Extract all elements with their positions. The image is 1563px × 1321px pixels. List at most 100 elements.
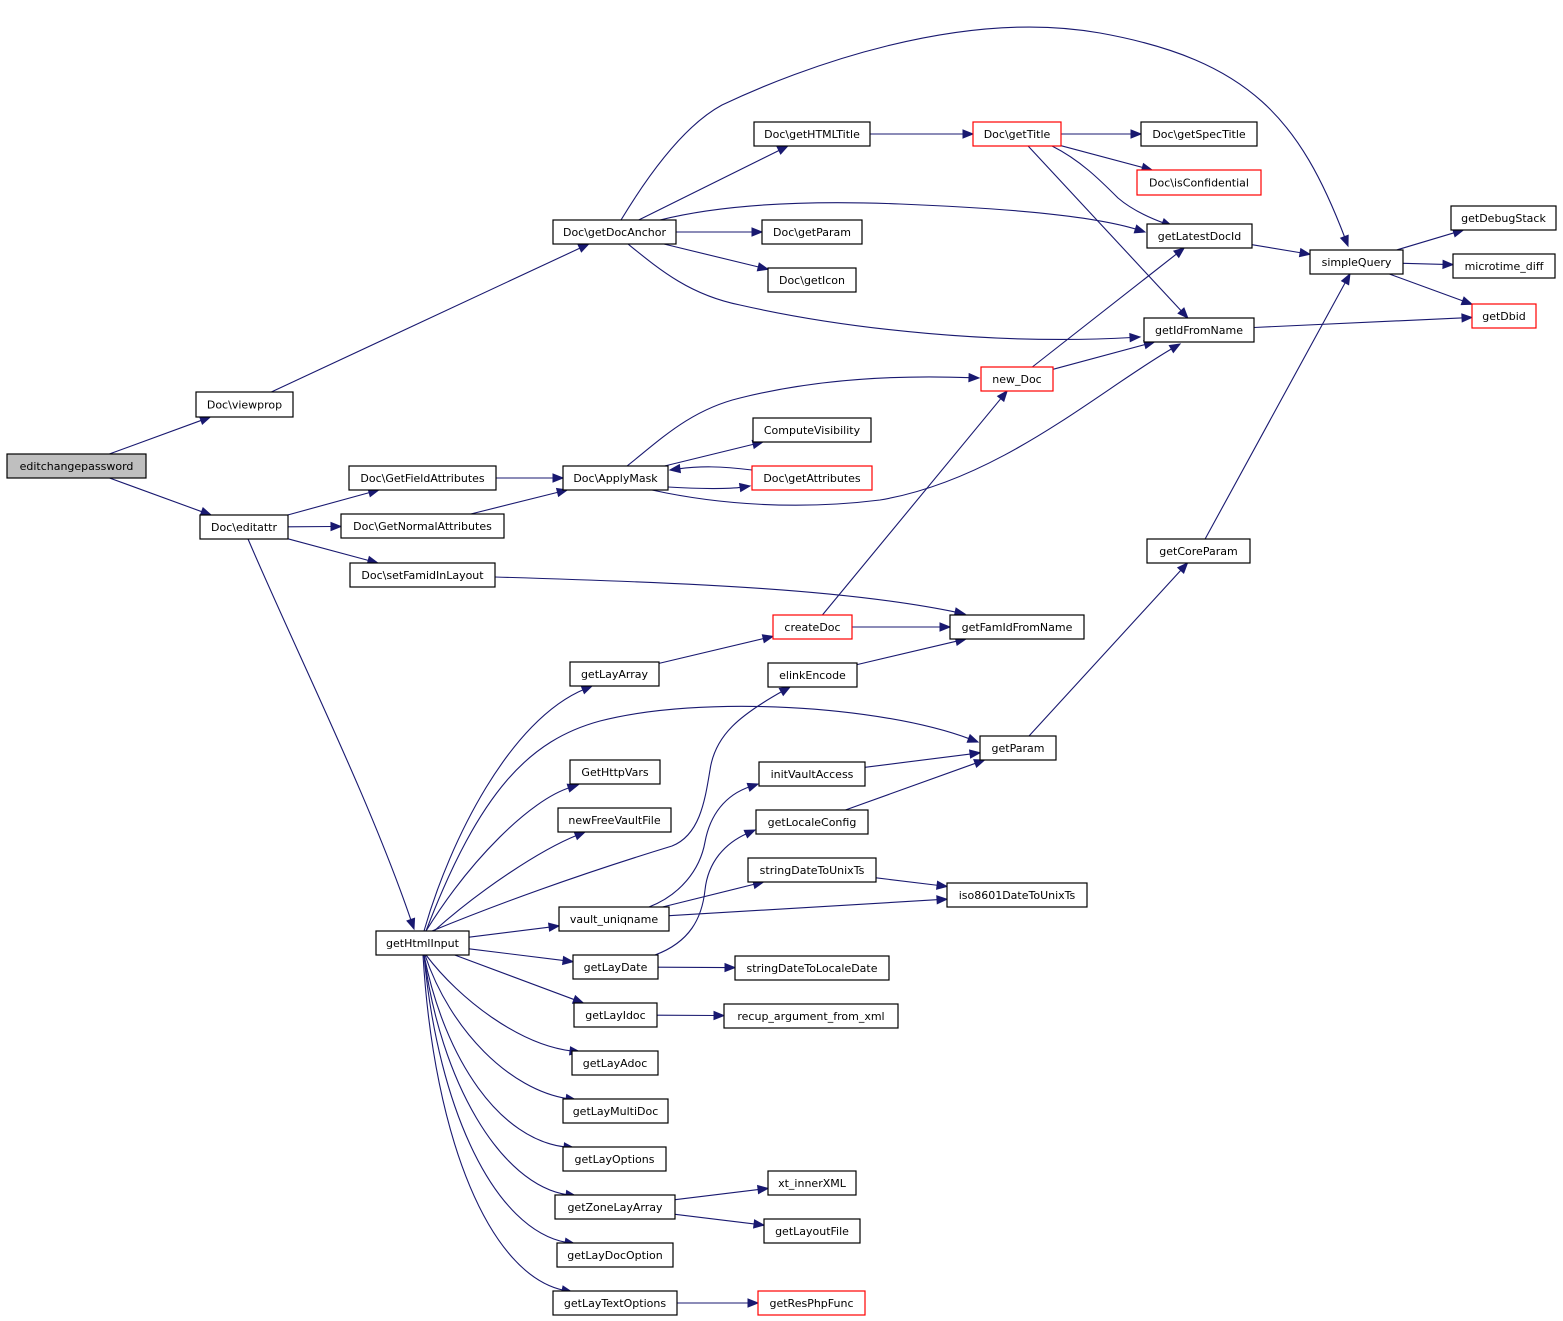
node-box[interactable] bbox=[195, 391, 294, 418]
node-geticon[interactable]: Doc\getIcon bbox=[767, 267, 857, 293]
node-computevisibility[interactable]: ComputeVisibility bbox=[752, 417, 872, 443]
node-box[interactable] bbox=[980, 366, 1054, 392]
node-getdebugstack[interactable]: getDebugStack bbox=[1450, 205, 1557, 231]
node-getdocanchor[interactable]: Doc\getDocAnchor bbox=[552, 219, 677, 245]
node-new-doc[interactable]: new_Doc bbox=[980, 366, 1054, 392]
node-box[interactable] bbox=[1143, 317, 1255, 343]
node-gethtmltitle[interactable]: Doc\getHTMLTitle bbox=[753, 121, 871, 147]
node-initvaultaccess[interactable]: initVaultAccess bbox=[758, 761, 866, 787]
node-getspectitle[interactable]: Doc\getSpecTitle bbox=[1140, 121, 1258, 147]
node-createdoc[interactable]: createDoc bbox=[772, 614, 853, 640]
node-getlayoutfile[interactable]: getLayoutFile bbox=[763, 1218, 861, 1244]
node-box[interactable] bbox=[723, 1003, 899, 1029]
node-getlocaleconfig[interactable]: getLocaleConfig bbox=[755, 809, 869, 835]
node-getlaymultidoc[interactable]: getLayMultiDoc bbox=[562, 1098, 669, 1124]
node-box[interactable] bbox=[557, 807, 672, 833]
node-box[interactable] bbox=[767, 267, 857, 293]
node-getlaydate[interactable]: getLayDate bbox=[572, 954, 659, 980]
node-stringdatetounixts[interactable]: stringDateToUnixTs bbox=[747, 857, 877, 883]
node-getlaydocoption[interactable]: getLayDocOption bbox=[556, 1242, 674, 1268]
node-box[interactable] bbox=[6, 453, 147, 479]
node-getparam[interactable]: getParam bbox=[979, 735, 1057, 761]
node-box[interactable] bbox=[755, 809, 869, 835]
node-getattributes[interactable]: Doc\getAttributes bbox=[751, 465, 873, 491]
node-editattr[interactable]: Doc\editattr bbox=[199, 514, 289, 540]
node-box[interactable] bbox=[556, 1242, 674, 1268]
node-box[interactable] bbox=[562, 1098, 669, 1124]
node-box[interactable] bbox=[761, 219, 863, 245]
node-isconfidential[interactable]: Doc\isConfidential bbox=[1136, 169, 1262, 196]
node-box[interactable] bbox=[552, 219, 677, 245]
node-gethtmlinput[interactable]: getHtmlInput bbox=[375, 930, 470, 956]
node-box[interactable] bbox=[558, 906, 670, 932]
node-box[interactable] bbox=[571, 1050, 659, 1076]
node-box[interactable] bbox=[569, 661, 660, 687]
node-microtime-diff[interactable]: microtime_diff bbox=[1452, 253, 1556, 279]
node-stringdatetolocaledate[interactable]: stringDateToLocaleDate bbox=[734, 955, 890, 981]
node-box[interactable] bbox=[949, 614, 1085, 640]
node-box[interactable] bbox=[751, 465, 873, 491]
node-box[interactable] bbox=[1450, 205, 1557, 231]
node-recup-argument-from-xml[interactable]: recup_argument_from_xml bbox=[723, 1003, 899, 1029]
node-box[interactable] bbox=[1309, 249, 1404, 275]
node-getnormalattributes[interactable]: Doc\GetNormalAttributes bbox=[340, 513, 505, 539]
node-editchangepassword[interactable]: editchangepassword bbox=[6, 453, 147, 479]
node-box[interactable] bbox=[348, 465, 497, 491]
node-box[interactable] bbox=[1136, 169, 1262, 196]
node-box[interactable] bbox=[757, 1290, 866, 1316]
node-box[interactable] bbox=[349, 562, 496, 588]
node-box[interactable] bbox=[569, 759, 661, 785]
node-box[interactable] bbox=[752, 417, 872, 443]
node-xt-innerxml[interactable]: xt_innerXML bbox=[767, 1170, 857, 1196]
node-iso8601datetounixts[interactable]: iso8601DateToUnixTs bbox=[946, 882, 1088, 908]
node-box[interactable] bbox=[747, 857, 877, 883]
node-box[interactable] bbox=[562, 1146, 667, 1172]
node-box[interactable] bbox=[767, 662, 858, 688]
node-box[interactable] bbox=[763, 1218, 861, 1244]
node-box[interactable] bbox=[946, 882, 1088, 908]
node-box[interactable] bbox=[199, 514, 289, 540]
node-getlayoptions[interactable]: getLayOptions bbox=[562, 1146, 667, 1172]
node-getlaytextoptions[interactable]: getLayTextOptions bbox=[552, 1290, 678, 1316]
node-box[interactable] bbox=[972, 121, 1062, 147]
node-box[interactable] bbox=[772, 614, 853, 640]
node-setfamidinlayout[interactable]: Doc\setFamidInLayout bbox=[349, 562, 496, 588]
node-elinkencode[interactable]: elinkEncode bbox=[767, 662, 858, 688]
node-box[interactable] bbox=[375, 930, 470, 956]
node-box[interactable] bbox=[340, 513, 505, 539]
node-getfieldattributes[interactable]: Doc\GetFieldAttributes bbox=[348, 465, 497, 491]
node-getlayidoc[interactable]: getLayIdoc bbox=[573, 1002, 658, 1028]
node-gettitle[interactable]: Doc\getTitle bbox=[972, 121, 1062, 147]
node-getlayadoc[interactable]: getLayAdoc bbox=[571, 1050, 659, 1076]
node-getidfromname[interactable]: getIdFromName bbox=[1143, 317, 1255, 343]
node-viewprop[interactable]: Doc\viewprop bbox=[195, 391, 294, 418]
node-docgetparam[interactable]: Doc\getParam bbox=[761, 219, 863, 245]
node-newfreevaultfile[interactable]: newFreeVaultFile bbox=[557, 807, 672, 833]
node-getlayarray[interactable]: getLayArray bbox=[569, 661, 660, 687]
node-getfamidfromname[interactable]: getFamIdFromName bbox=[949, 614, 1085, 640]
node-box[interactable] bbox=[1140, 121, 1258, 147]
node-box[interactable] bbox=[552, 1290, 678, 1316]
node-box[interactable] bbox=[1452, 253, 1556, 279]
node-box[interactable] bbox=[572, 954, 659, 980]
node-simplequery[interactable]: simpleQuery bbox=[1309, 249, 1404, 275]
node-box[interactable] bbox=[1146, 538, 1251, 564]
node-vault-uniqname[interactable]: vault_uniqname bbox=[558, 906, 670, 932]
node-box[interactable] bbox=[1146, 223, 1253, 249]
node-box[interactable] bbox=[979, 735, 1057, 761]
node-box[interactable] bbox=[573, 1002, 658, 1028]
node-getcoreparam[interactable]: getCoreParam bbox=[1146, 538, 1251, 564]
node-applymask[interactable]: Doc\ApplyMask bbox=[562, 465, 669, 491]
node-box[interactable] bbox=[562, 465, 669, 491]
node-box[interactable] bbox=[753, 121, 871, 147]
node-box[interactable] bbox=[554, 1194, 676, 1220]
node-box[interactable] bbox=[758, 761, 866, 787]
node-getlatestdocid[interactable]: getLatestDocId bbox=[1146, 223, 1253, 249]
node-getdbid[interactable]: getDbid bbox=[1471, 303, 1537, 329]
node-box[interactable] bbox=[1471, 303, 1537, 329]
node-box[interactable] bbox=[734, 955, 890, 981]
node-getzonelayarray[interactable]: getZoneLayArray bbox=[554, 1194, 676, 1220]
node-gethttpvars[interactable]: GetHttpVars bbox=[569, 759, 661, 785]
node-getresphpfunc[interactable]: getResPhpFunc bbox=[757, 1290, 866, 1316]
node-box[interactable] bbox=[767, 1170, 857, 1196]
